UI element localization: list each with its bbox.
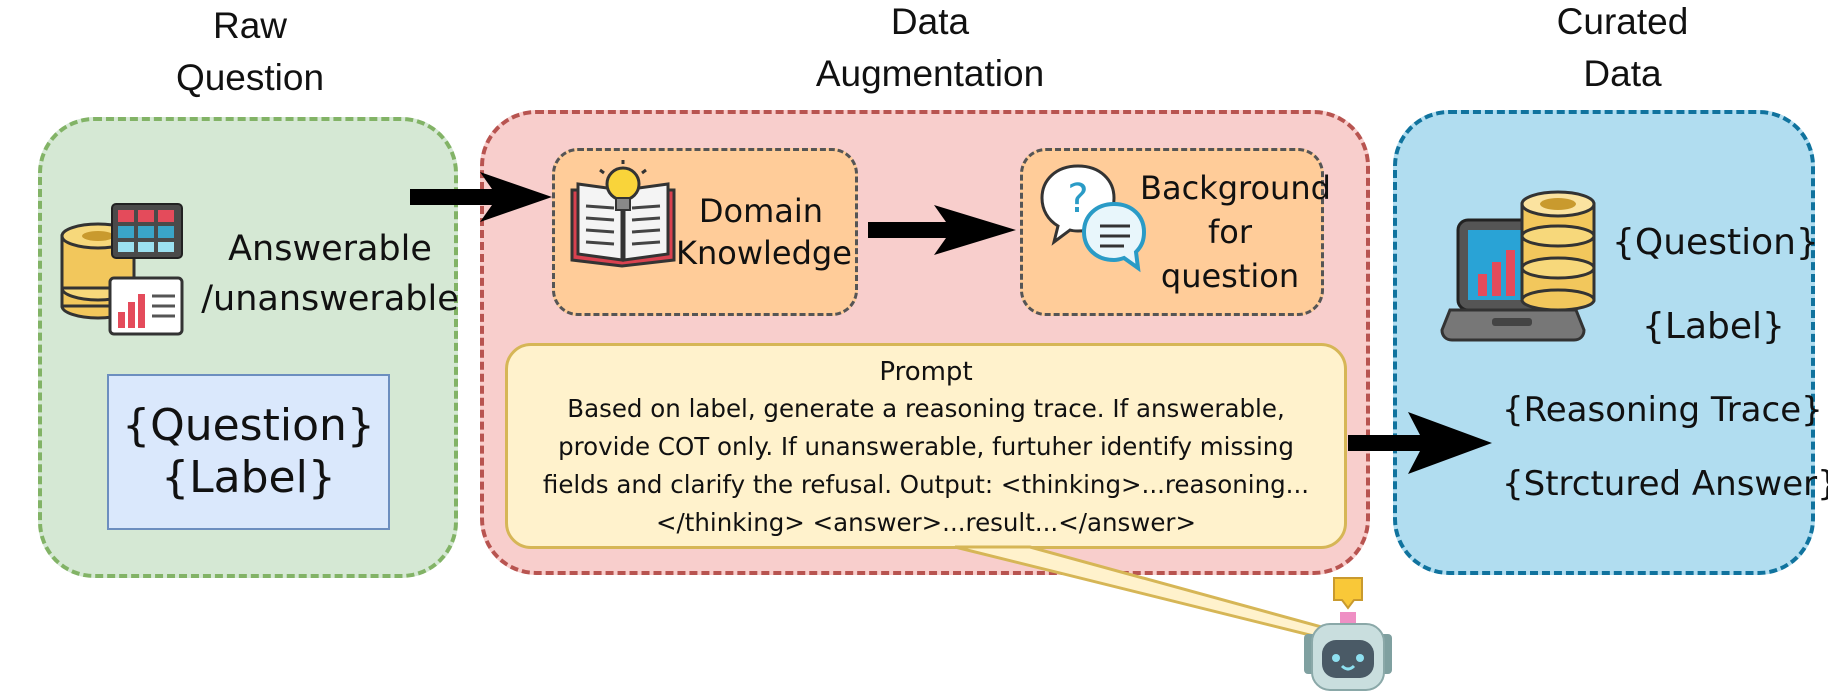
background-line3: question — [1160, 257, 1300, 295]
background-line2: for — [1208, 213, 1252, 251]
curated-label: {Label} — [1642, 306, 1785, 347]
question-label-box: {Question} {Label} — [107, 374, 390, 530]
question-chat-icon: ? — [1040, 164, 1147, 273]
answerable-line1: Answerable — [228, 229, 432, 269]
header-cur-line2: Data — [1583, 53, 1662, 94]
prompt-text: Based on label, generate a reasoning tra… — [542, 394, 1310, 537]
header-cur-line1: Curated — [1556, 1, 1689, 42]
raw-label-text: {Label} — [161, 452, 336, 503]
domain-knowledge-label: Domain Knowledge — [676, 190, 852, 274]
curated-structured-answer: {Strctured Answer} — [1502, 464, 1828, 504]
prompt-box: Prompt Based on label, generate a reason… — [505, 343, 1347, 549]
header-aug-line1: Data — [890, 1, 970, 42]
book-lightbulb-icon — [570, 160, 676, 268]
background-label: Background for question — [1140, 166, 1331, 298]
curated-reasoning-trace: {Reasoning Trace} — [1502, 390, 1823, 430]
database-grid-chart-icon — [60, 203, 184, 336]
prompt-title: Prompt — [879, 357, 973, 387]
raw-question-text: {Question} — [122, 400, 375, 451]
answerable-line2: /unanswerable — [201, 279, 459, 319]
robot-icon — [1304, 577, 1392, 691]
header-curated-data: Curated Data — [1520, 0, 1725, 100]
header-aug-line2: Augmentation — [815, 53, 1045, 94]
answerable-label: Answerable /unanswerable — [200, 224, 460, 324]
curated-data-panel — [1393, 110, 1815, 575]
domain-line1: Domain — [698, 192, 824, 230]
domain-line2: Knowledge — [676, 234, 852, 272]
curated-question: {Question} — [1612, 222, 1819, 263]
header-raw-line1: Raw — [212, 5, 288, 46]
header-raw-question: Raw Question — [140, 0, 360, 104]
background-line1: Background — [1140, 169, 1331, 207]
laptop-database-icon — [1440, 190, 1596, 342]
svg-text:?: ? — [1067, 176, 1088, 222]
header-raw-line2: Question — [175, 57, 325, 98]
header-data-augmentation: Data Augmentation — [780, 0, 1080, 100]
